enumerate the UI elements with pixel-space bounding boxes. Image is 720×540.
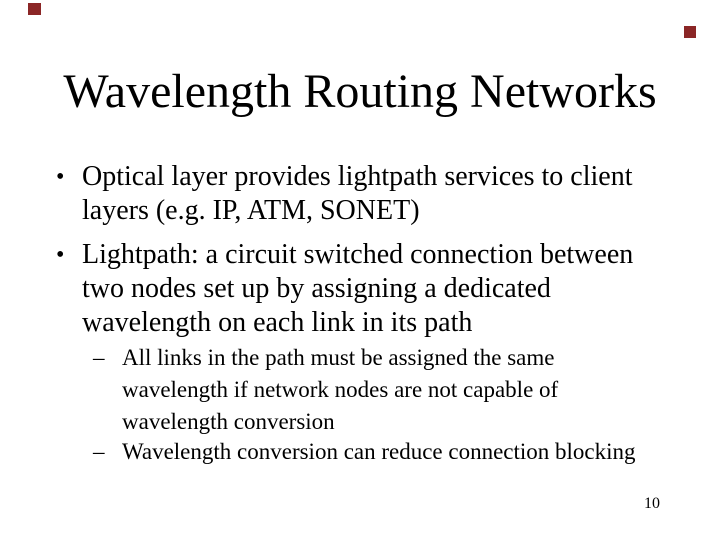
bullet-dot-marker: •: [56, 242, 65, 268]
sub-bullet-text: Wavelength conversion can reduce connect…: [122, 439, 636, 464]
red-square-decoration-top-right: [684, 26, 696, 38]
sub-bullet-item-2: – Wavelength conversion can reduce conne…: [93, 436, 636, 468]
page-number: 10: [644, 495, 660, 512]
sub-bullet-text: All links in the path must be assigned t…: [122, 345, 559, 434]
dash-marker: –: [93, 439, 105, 464]
bullet-text: Optical layer provides lightpath service…: [82, 161, 633, 226]
dash-marker: –: [93, 345, 105, 370]
bullet-text: Lightpath: a circuit switched connection…: [82, 239, 634, 338]
bullet-item-1: • Optical layer provides lightpath servi…: [56, 160, 633, 228]
slide-title: Wavelength Routing Networks: [63, 65, 657, 118]
bullet-item-2: • Lightpath: a circuit switched connecti…: [56, 238, 633, 340]
red-square-decoration-top-left: [28, 3, 41, 15]
sub-bullet-item-1: – All links in the path must be assigned…: [93, 342, 558, 438]
bullet-dot-marker: •: [56, 164, 65, 190]
